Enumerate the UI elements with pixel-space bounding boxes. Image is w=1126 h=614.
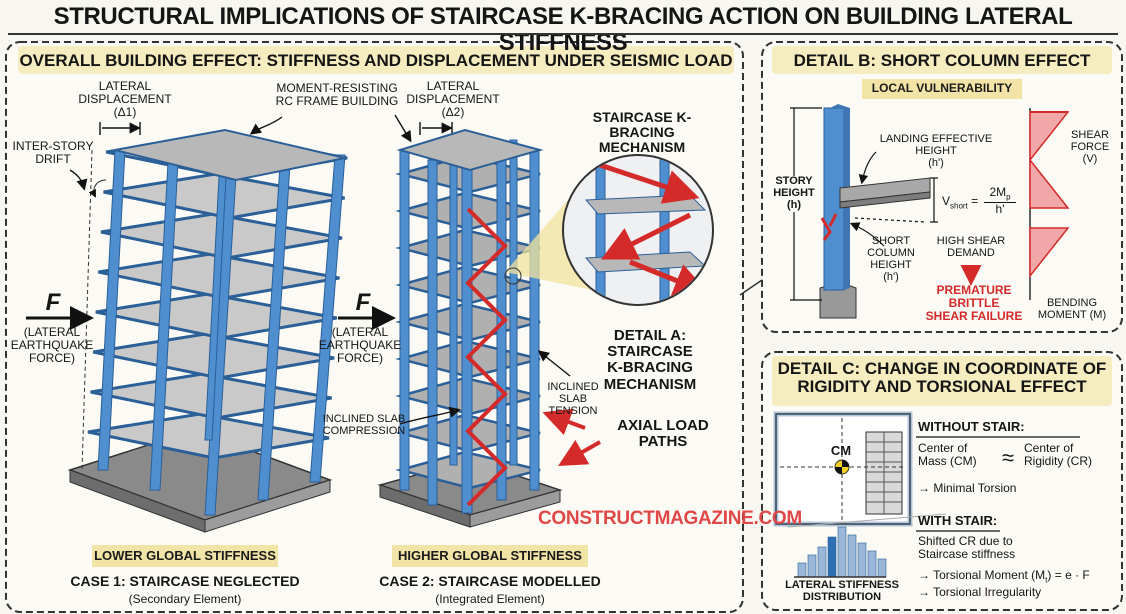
histogram-bar [867,550,877,578]
histogram-bar [837,526,847,578]
inclined-slab-tension-label: INCLINED SLAB TENSION [547,381,599,417]
center-of-mass-label: Center of Mass (CM) [918,441,977,468]
k-bracing-mechanism-label: STAIRCASE K-BRACING MECHANISM [592,109,692,156]
v-short-symbol: V [942,194,951,208]
title-underline [8,33,1118,35]
high-shear-demand-label: HIGH SHEAR DEMAND [936,235,1006,259]
case2-stiffness-chip: HIGHER GLOBAL STIFFNESS [392,545,588,567]
watermark: CONSTRUCTMAGAZINE.COM [538,508,802,529]
case2-subtitle: (Integrated Element) [435,592,545,606]
equation-denominator: h' [995,202,1005,216]
force-label-2: (LATERAL EARTHQUAKE FORCE) [318,325,402,365]
stiffness-histogram [797,526,887,578]
histogram-bar [857,542,867,578]
page-title: STRUCTURAL IMPLICATIONS OF STAIRCASE K-B… [53,3,1073,56]
without-stair-heading: WITHOUT STAIR: [918,419,1025,434]
eq-num-text: 2M [989,185,1007,199]
premature-failure-label: PREMATURE BRITTLE SHEAR FAILURE [925,283,1023,323]
with-stair-heading: WITH STAIR: [918,513,998,528]
inclined-slab-compression-label: INCLINED SLAB COMPRESSION [322,413,406,437]
short-column-label: SHORT COLUMN HEIGHT (h') [867,235,915,283]
center-of-rigidity-label: Center of Rigidity (CR) [1024,441,1093,468]
torsional-moment-text: → Torsional Moment (M [918,568,1046,582]
local-vulnerability-chip: LOCAL VULNERABILITY [862,79,1022,99]
axial-load-paths-label: AXIAL LOAD PATHS [617,417,709,451]
histogram-bar [877,558,887,578]
lateral-stiffness-distribution-label: LATERAL STIFFNESS DISTRIBUTION [785,579,899,603]
histogram-bar [807,554,817,578]
story-height-label: STORY HEIGHT (h) [766,175,822,212]
torsional-equation: ) = e · F [1047,568,1090,582]
moment-frame-label: MOMENT-RESISTING RC FRAME BUILDING [275,81,399,108]
eq-num-subscript: p [1006,192,1011,202]
case1-subtitle: (Secondary Element) [128,592,242,606]
torsional-moment-label: → Torsional Moment (Mt) = e · F [918,569,1118,585]
histogram-bar [797,562,807,578]
building-case-1 [67,128,348,533]
detail-c-header: DETAIL C: CHANGE IN COORDINATE OF RIGIDI… [777,359,1107,397]
case1-stiffness-chip: LOWER GLOBAL STIFFNESS [92,545,278,567]
force-label-1: (LATERAL EARTHQUAKE FORCE) [10,325,94,365]
lateral-displacement-1-label: LATERAL DISPLACEMENT (Δ1) [78,79,172,119]
landing-height-label: LANDING EFFECTIVE HEIGHT (h') [879,133,993,169]
shifted-cr-label: Shifted CR due to Staircase stiffness [918,534,1016,561]
approx-symbol: ≈ [1001,445,1015,470]
histogram-bar [827,536,837,578]
detail-b-header: DETAIL B: SHORT COLUMN EFFECT [793,51,1091,70]
short-column-diagram [819,104,931,319]
minimal-torsion-label: → Minimal Torsion [918,481,1017,495]
torsional-subscript: t [1045,575,1048,585]
floor-plan [773,411,913,527]
v-short-equation: Vshort = [942,194,979,211]
overall-header: OVERALL BUILDING EFFECT: STIFFNESS AND D… [19,51,733,70]
v-short-subscript: short [950,201,968,211]
inter-story-drift-label: INTER-STORY DRIFT [12,139,94,166]
force-symbol-1: F [45,289,61,316]
detail-a-label: DETAIL A: STAIRCASE K-BRACING MECHANISM [603,327,697,393]
cm-label: CM [830,443,852,458]
bending-moment-label: BENDING MOMENT (M) [1037,297,1107,321]
case2-title: CASE 2: STAIRCASE MODELLED [379,573,601,589]
histogram-bar [817,546,827,578]
force-symbol-2: F [355,289,371,316]
histogram-bar [847,534,857,578]
equation-numerator: 2Mp [984,185,1016,204]
lateral-displacement-2-label: LATERAL DISPLACEMENT (Δ2) [406,79,500,119]
case1-title: CASE 1: STAIRCASE NEGLECTED [70,573,300,589]
torsional-irregularity-label: → Torsional Irregularity [918,585,1042,599]
building-case-2 [377,128,563,528]
shear-force-label: SHEAR FORCE (V) [1070,129,1110,165]
